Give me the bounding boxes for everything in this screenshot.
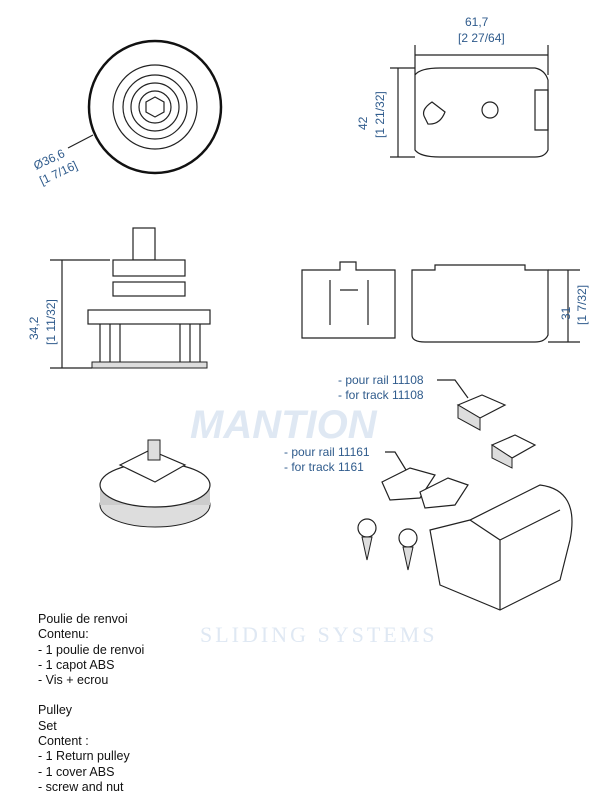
callout-11161-en: - for track 1161 xyxy=(284,460,364,474)
product-description: Poulie de renvoi Contenu: - 1 poulie de … xyxy=(38,612,144,795)
desc-en-line: - 1 cover ABS xyxy=(38,764,115,779)
watermark-brand: MANTION xyxy=(190,403,378,447)
accessories-isometric xyxy=(357,394,573,611)
dim-pulley-height-inch: [1 11/32] xyxy=(44,299,58,345)
dim-depth-inch: [1 21/32] xyxy=(373,91,387,138)
watermark-sub: SLIDING SYSTEMS xyxy=(200,622,438,647)
desc-en-line: Content : xyxy=(38,734,89,749)
desc-fr-line: Poulie de renvoi xyxy=(38,612,128,626)
callout-11108-fr: - pour rail 11108 xyxy=(338,373,424,387)
desc-en-line: Set xyxy=(38,718,57,733)
pulley-isometric xyxy=(99,439,211,528)
callout-11161-fr: - pour rail 11161 xyxy=(284,445,370,459)
dim-cover-height: 31 xyxy=(559,306,573,320)
desc-en-line: - 1 Return pulley xyxy=(38,749,130,764)
cover-top-view xyxy=(390,45,549,158)
dim-pulley-height: 34,2 xyxy=(27,316,41,340)
cover-side-views xyxy=(301,261,580,343)
dim-depth: 42 xyxy=(356,116,370,130)
dim-width-inch: [2 27/64] xyxy=(458,31,505,45)
dim-width: 61,7 xyxy=(465,15,489,29)
desc-fr-line: - 1 capot ABS xyxy=(38,657,115,672)
dim-cover-height-inch: [1 7/32] xyxy=(575,285,589,325)
desc-fr-line: Contenu: xyxy=(38,627,89,642)
callout-11161: - pour rail 11161 - for track 1161 xyxy=(284,445,407,474)
pulley-top-view xyxy=(67,39,223,175)
watermark: MANTION SLIDING SYSTEMS xyxy=(190,403,438,647)
callout-11108: - pour rail 11108 - for track 11108 xyxy=(338,373,469,402)
desc-en-line: - screw and nut xyxy=(38,779,124,794)
pulley-side-view xyxy=(50,227,211,369)
desc-en-line: Pulley xyxy=(38,703,73,718)
desc-fr-line: - Vis + ecrou xyxy=(38,673,109,688)
desc-fr-line: - 1 poulie de renvoi xyxy=(38,642,145,657)
callout-11108-en: - for track 11108 xyxy=(338,388,424,402)
